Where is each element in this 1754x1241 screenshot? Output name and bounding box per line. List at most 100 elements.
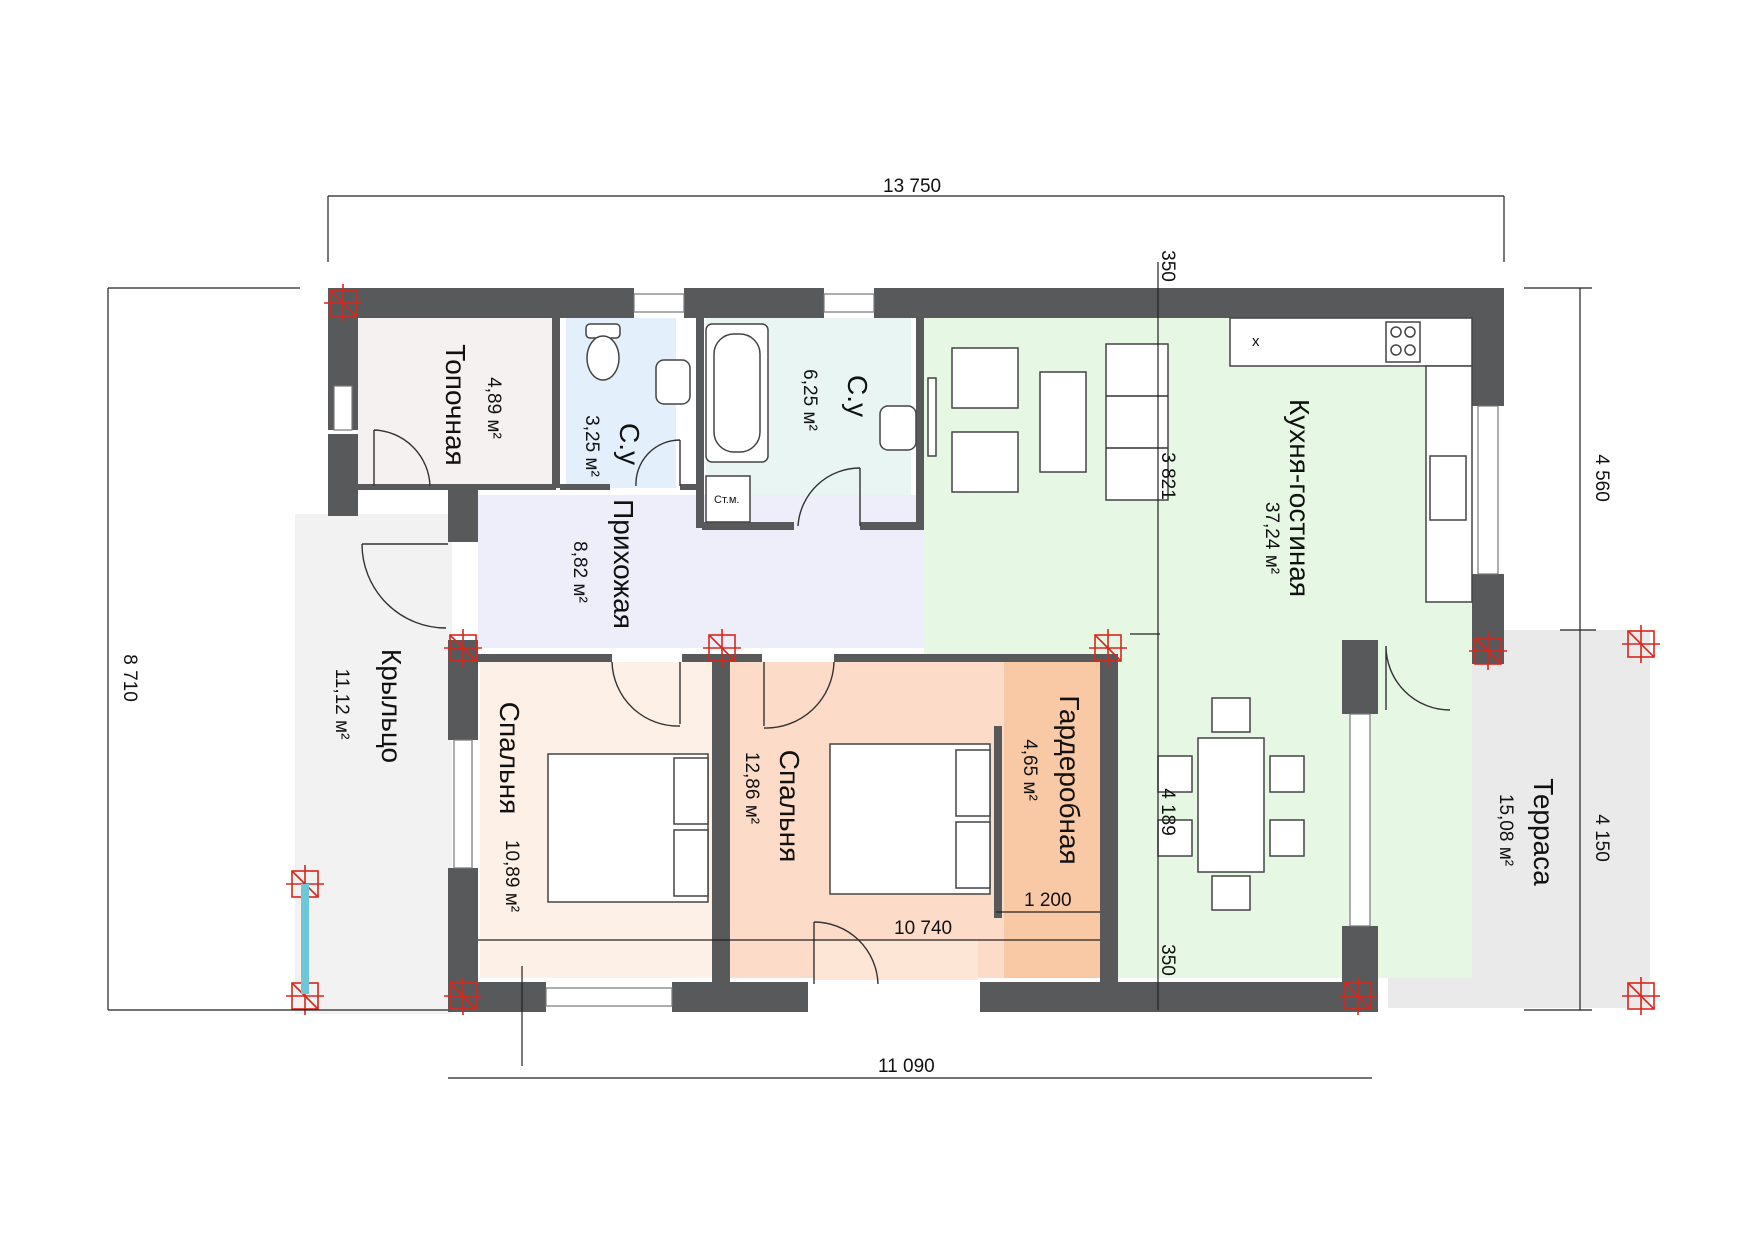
windows xyxy=(333,293,1499,1007)
dim-inner-lower: 4 189 xyxy=(1157,788,1178,836)
room-name-terrace: Терраса xyxy=(1528,778,1559,886)
dim-right-upper: 4 560 xyxy=(1591,454,1612,502)
dim-inner-horizontal: 10 740 xyxy=(894,918,952,939)
wall xyxy=(448,654,612,662)
washer xyxy=(705,475,751,523)
wall xyxy=(916,318,924,530)
pillar-marker xyxy=(324,284,362,322)
armchair xyxy=(951,347,1019,409)
room-labels: Топочная 4,89 м² С.у 3,25 м² С.у 6,25 м²… xyxy=(331,344,1559,912)
coffee-table xyxy=(1039,371,1087,473)
towel-rail xyxy=(927,377,937,457)
pillow xyxy=(673,757,709,825)
door-entrance xyxy=(361,543,448,629)
room-name-bed2: Спальня xyxy=(774,750,805,863)
room-name-kitchen: Кухня-гостиная xyxy=(1284,399,1315,597)
door-bed2 xyxy=(763,661,835,729)
furniture: Ст.м. x xyxy=(547,317,1473,918)
wall xyxy=(552,318,560,488)
window xyxy=(545,987,673,1007)
dim-wall-top: 350 xyxy=(1157,250,1178,282)
burner xyxy=(1404,326,1416,338)
window xyxy=(1477,405,1499,575)
pillar-marker xyxy=(1089,629,1127,667)
dim-wall-bottom: 350 xyxy=(1157,944,1178,976)
window xyxy=(1349,713,1371,927)
wall xyxy=(696,318,704,528)
room-area-hall: 8,82 м² xyxy=(569,541,590,603)
burner xyxy=(1390,344,1402,356)
door-wc-small xyxy=(635,439,681,487)
room-name-wc-big: С.у xyxy=(842,375,873,417)
wall xyxy=(702,522,794,530)
pillar-marker xyxy=(1339,977,1377,1015)
room-area-wardrobe: 4,65 м² xyxy=(1019,739,1040,801)
dim-line-top xyxy=(327,195,1505,262)
dim-wardrobe-width: 1 200 xyxy=(1024,890,1072,911)
window xyxy=(453,739,473,869)
wardrobe-fill xyxy=(1004,662,1100,978)
dim-right-lower: 4 150 xyxy=(1591,814,1612,862)
walls xyxy=(328,288,1504,1012)
door-terrace xyxy=(1385,645,1451,711)
pillar-marker xyxy=(703,629,741,667)
room-name-wardrobe: Гардеробная xyxy=(1054,695,1085,864)
room-name-bed1: Спальня xyxy=(494,702,525,815)
dim-line-left xyxy=(107,287,448,1011)
doors xyxy=(361,429,1451,985)
dim-line-right xyxy=(1524,287,1596,1011)
wall xyxy=(672,982,808,1012)
dim-bottom-total: 11 090 xyxy=(878,1056,935,1077)
window xyxy=(333,385,353,431)
pillar-marker xyxy=(1622,625,1660,663)
dimension-lines xyxy=(107,195,1596,1079)
room-area-wc-small: 3,25 м² xyxy=(581,415,602,477)
armchair xyxy=(951,431,1019,493)
dimension-labels: 13 750 8 710 4 560 4 150 11 090 10 740 1… xyxy=(119,176,1612,1077)
room-name-boiler: Топочная xyxy=(440,344,471,465)
chair xyxy=(1157,819,1193,857)
wall xyxy=(328,434,358,516)
cooktop xyxy=(1385,321,1421,363)
washer-label: Ст.м. xyxy=(714,494,739,506)
room-area-wc-big: 6,25 м² xyxy=(799,369,820,431)
wall xyxy=(834,654,1118,662)
chair xyxy=(1269,755,1305,793)
chair xyxy=(1211,697,1251,733)
dim-left-total: 8 710 xyxy=(119,654,140,702)
room-area-bed2: 12,86 м² xyxy=(741,752,762,824)
porch-railing xyxy=(301,884,309,994)
dim-inner-upper: 3 821 xyxy=(1157,452,1178,500)
bathtub-inner xyxy=(713,333,761,453)
wall xyxy=(448,488,478,542)
room-name-porch: Крыльцо xyxy=(376,649,407,763)
wall xyxy=(1100,658,1118,984)
dim-line-inner-v xyxy=(1130,262,1160,1010)
sink-big xyxy=(879,405,917,451)
wall xyxy=(980,982,1378,1012)
wall xyxy=(356,484,556,490)
wall xyxy=(1472,288,1504,406)
burner xyxy=(1404,344,1416,356)
wall xyxy=(712,658,730,984)
pillow xyxy=(955,749,991,817)
chair xyxy=(1269,819,1305,857)
wall xyxy=(560,484,610,490)
wall xyxy=(874,288,1504,318)
wall xyxy=(684,288,824,318)
sink-small xyxy=(655,359,691,405)
pillars xyxy=(286,284,1660,1015)
chair xyxy=(1211,875,1251,911)
stove-mark: x xyxy=(1252,333,1260,350)
wall xyxy=(1342,640,1378,714)
pillow xyxy=(955,821,991,889)
wall xyxy=(860,522,924,530)
room-area-terrace: 15,08 м² xyxy=(1495,794,1516,866)
room-name-hall: Прихожая xyxy=(608,499,639,629)
porch-fill xyxy=(295,514,452,1014)
pillar-marker xyxy=(1469,632,1507,670)
dim-top-total: 13 750 xyxy=(883,176,941,197)
room-area-boiler: 4,89 м² xyxy=(483,377,504,439)
burner xyxy=(1390,326,1402,338)
